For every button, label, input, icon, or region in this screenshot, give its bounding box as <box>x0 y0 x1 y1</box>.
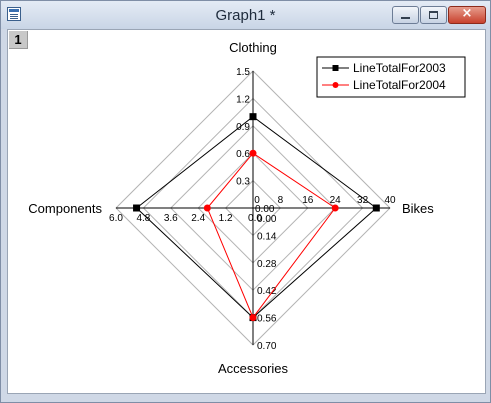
tick-label-clothing-1: 0.3 <box>236 177 250 188</box>
close-icon: × <box>461 6 473 21</box>
maximize-icon <box>429 11 438 19</box>
maximize-button[interactable] <box>420 6 447 24</box>
axis-lines <box>116 71 390 345</box>
tick-label-accessories-0: 0.00 <box>257 214 277 225</box>
legend-box <box>316 56 466 98</box>
layer-number-tab[interactable]: 1 <box>9 31 28 49</box>
legend-marker-linetotalfor2004 <box>332 82 339 88</box>
tick-label-clothing-4: 1.2 <box>236 94 250 105</box>
close-button[interactable]: × <box>448 6 486 24</box>
axis-name-accessories: Accessories <box>218 361 289 376</box>
tick-label-accessories-2: 0.28 <box>257 259 277 270</box>
window-title: Graph1 * <box>215 7 276 24</box>
tick-label-accessories-4: 0.56 <box>257 314 277 325</box>
tick-label-bikes-5: 40 <box>384 195 396 206</box>
series-group <box>133 113 380 322</box>
tick-label-components-0: 0.0 <box>248 213 262 224</box>
tick-label-bikes-3: 24 <box>330 195 342 206</box>
title-bar[interactable]: Graph1 * × <box>1 1 490 29</box>
legend-label-linetotalfor2004: LineTotalFor2004 <box>353 78 446 92</box>
graph-window-icon[interactable] <box>7 7 21 21</box>
data-point-linetotalfor2004-clothing <box>249 149 257 157</box>
tick-label-components-4: 4.8 <box>136 213 150 224</box>
tick-label-components-2: 2.4 <box>191 213 205 224</box>
radar-chart: 0.00 0.3 0.6 0.9 1.2 1.5 0 8 16 24 32 40 0.00 0.14 0.2… <box>28 40 466 376</box>
tick-label-components-1: 1.2 <box>219 213 233 224</box>
tick-label-accessories-1: 0.14 <box>257 231 277 242</box>
legend-marker-linetotalfor2003 <box>332 65 339 71</box>
data-point-linetotalfor2003-clothing <box>249 113 257 121</box>
axis-name-components: Components <box>28 201 102 216</box>
minimize-icon <box>401 17 410 19</box>
tick-label-clothing-3: 0.9 <box>236 122 250 133</box>
tick-label-bikes-1: 8 <box>278 195 284 206</box>
tick-label-clothing-2: 0.6 <box>236 149 250 160</box>
data-point-linetotalfor2004-accessories <box>249 314 257 322</box>
tick-label-bikes-4: 32 <box>357 195 369 206</box>
tick-label-components-3: 3.6 <box>164 213 178 224</box>
tick-label-clothing-5: 1.5 <box>236 67 250 78</box>
tick-label-components-5: 6.0 <box>109 213 123 224</box>
minimize-button[interactable] <box>392 6 419 24</box>
tick-label-accessories-5: 0.70 <box>257 341 277 352</box>
tick-labels: 0.00 0.3 0.6 0.9 1.2 1.5 0 8 16 24 32 40 0.00 0.14 0.2… <box>109 67 396 352</box>
tick-label-clothing-0: 0.00 <box>255 204 275 215</box>
tick-label-bikes-0: 0 <box>254 195 260 206</box>
axis-name-bikes: Bikes <box>402 201 434 216</box>
legend-label-linetotalfor2003: LineTotalFor2003 <box>353 61 446 75</box>
data-point-linetotalfor2003-bikes <box>372 204 380 212</box>
data-point-linetotalfor2004-bikes <box>331 204 339 212</box>
axis-name-clothing: Clothing <box>229 40 277 55</box>
tick-label-accessories-3: 0.42 <box>257 286 277 297</box>
tick-label-bikes-2: 16 <box>302 195 314 206</box>
data-point-linetotalfor2004-components <box>203 204 211 212</box>
data-point-linetotalfor2003-components <box>133 204 141 212</box>
